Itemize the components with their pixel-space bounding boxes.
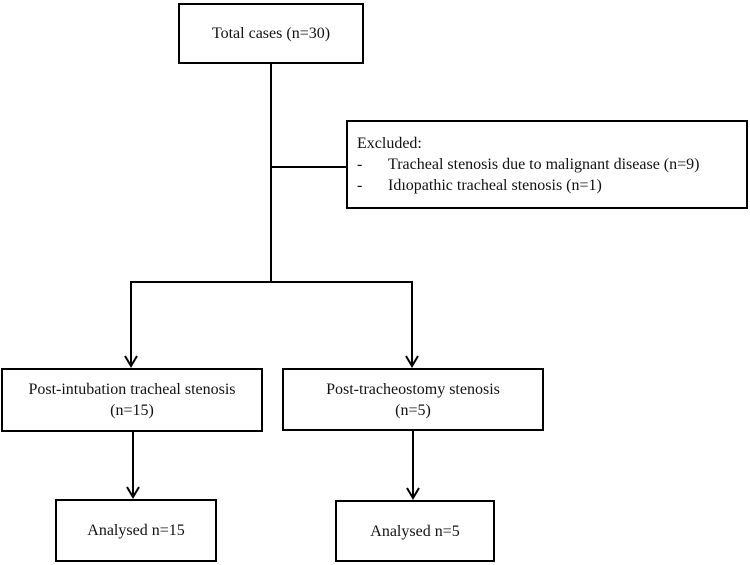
- excluded-item: - Idıopathic tracheal stenosis (n=1): [357, 175, 740, 196]
- post-intubation-label-line2: (n=15): [110, 402, 154, 419]
- analysed-intubation-label: Analysed n=15: [87, 522, 185, 539]
- bullet-dash: -: [357, 177, 363, 194]
- total-cases-box: Total cases (n=30): [178, 3, 364, 64]
- excluded-box: Excluded: - Tracheal stenosis due to mal…: [346, 120, 748, 209]
- post-tracheostomy-label-line2: (n=5): [395, 401, 431, 419]
- excluded-item-text: Idıopathic tracheal stenosis (n=1): [388, 177, 602, 194]
- analysed-tracheostomy-box: Analysed n=5: [335, 500, 495, 562]
- bullet-dash: -: [357, 156, 363, 173]
- total-cases-label: Total cases (n=30): [211, 25, 331, 42]
- excluded-item-text: Tracheal stenosis due to malignant disea…: [388, 156, 700, 173]
- arrowhead-tracheostomy-analysed-icon: [406, 487, 420, 500]
- arrowhead-left-branch-icon: [124, 355, 138, 368]
- arrowhead-right-branch-icon: [405, 355, 419, 368]
- post-tracheostomy-label-line1: Post-tracheostomy stenosis: [326, 380, 500, 398]
- post-intubation-box: Post-intubation tracheal stenosis (n=15): [1, 368, 263, 432]
- excluded-item: - Tracheal stenosis due to malignant dis…: [357, 154, 740, 175]
- arrowhead-intubation-analysed-icon: [126, 486, 140, 499]
- post-tracheostomy-box: Post-tracheostomy stenosis (n=5): [282, 368, 544, 431]
- analysed-tracheostomy-label: Analysed n=5: [370, 522, 460, 540]
- post-intubation-label-line1: Post-intubation tracheal stenosis: [28, 381, 236, 398]
- excluded-title: Excluded:: [357, 135, 422, 152]
- analysed-intubation-box: Analysed n=15: [55, 499, 217, 562]
